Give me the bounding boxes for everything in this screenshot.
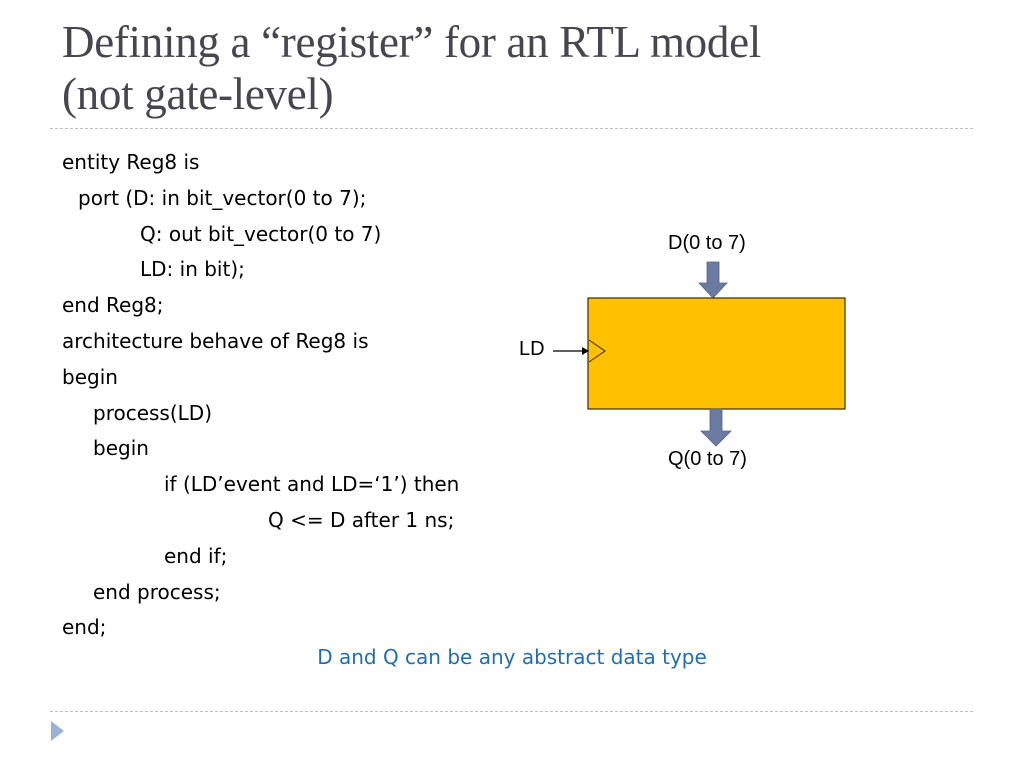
code-line: begin <box>93 436 149 461</box>
slide-title-line-1: Defining a “register” for an RTL model <box>62 17 761 67</box>
output-bus-arrow-icon <box>700 408 732 447</box>
input-bus-arrow-icon <box>698 261 728 299</box>
triangle-right-icon <box>51 721 64 741</box>
code-line: if (LD’event and LD=‘1’) then <box>164 472 460 497</box>
footer-divider <box>50 711 973 712</box>
code-line: Q: out bit_vector(0 to 7) <box>140 221 382 246</box>
input-bus-label: D(0 to 7) <box>668 232 746 254</box>
code-line: port (D: in bit_vector(0 to 7); <box>78 185 367 210</box>
code-line: end Reg8; <box>62 293 164 318</box>
code-line: Q <= D after 1 ns; <box>268 508 455 532</box>
clock-arrowhead-icon <box>582 347 589 355</box>
code-line: process(LD) <box>93 400 213 425</box>
output-bus-label: Q(0 to 7) <box>668 448 747 470</box>
slide-title-line-2: (not gate-level) <box>62 69 334 119</box>
note-text: D and Q can be any abstract data type <box>0 645 1024 669</box>
code-line: end process; <box>93 579 221 604</box>
clock-edge-triangle-icon <box>588 339 606 363</box>
register-box <box>587 297 846 410</box>
code-line: end if; <box>164 543 228 568</box>
clock-label: LD <box>519 338 545 360</box>
code-line: architecture behave of Reg8 is <box>62 329 369 353</box>
code-line: entity Reg8 is <box>62 150 200 174</box>
slide-title: Defining a “register” for an RTL model (… <box>62 16 982 120</box>
code-line: LD: in bit); <box>140 257 245 282</box>
title-divider <box>50 128 973 129</box>
code-line: begin <box>62 364 118 389</box>
abstract-type-note: D and Q can be any abstract data type <box>317 645 707 669</box>
code-line: end; <box>62 615 107 640</box>
